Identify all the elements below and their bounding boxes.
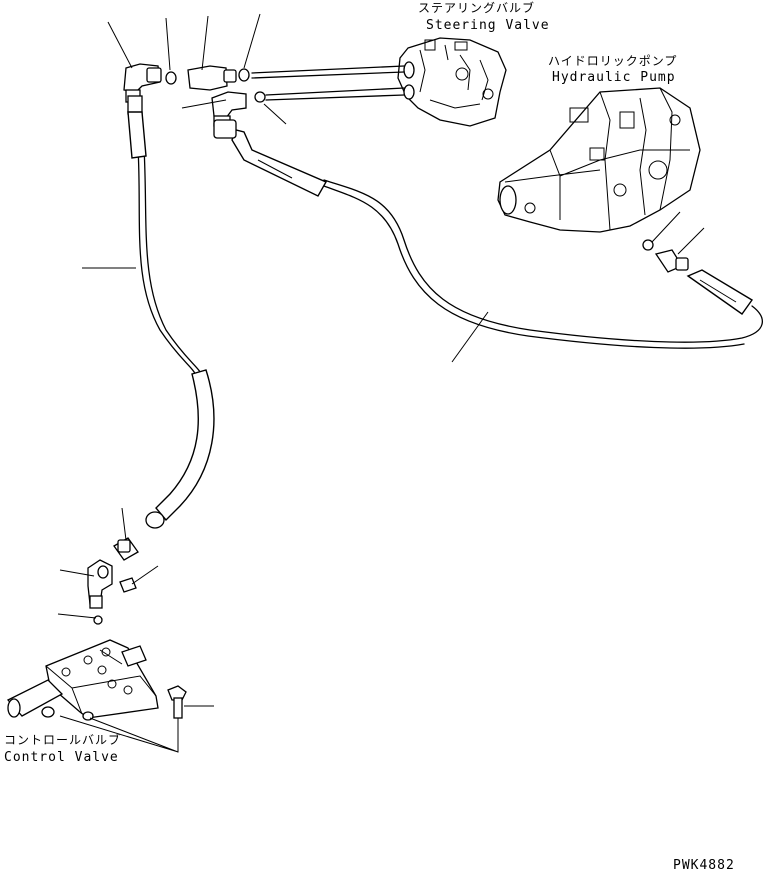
control-valve-label-jp: コントロールバルブ: [4, 732, 121, 747]
leader-lines-control-valve: [59, 715, 179, 753]
drawing-number: PWK4882: [673, 858, 735, 873]
steering-pipes: [251, 65, 405, 101]
o-ring-1: [165, 71, 177, 85]
steering-valve: [397, 37, 507, 127]
connector-fitting-lower: [113, 537, 139, 561]
small-bolt-lower: [119, 577, 137, 593]
hydraulic-pump: [497, 87, 701, 233]
hydraulic-pump-label-en: Hydraulic Pump: [552, 70, 676, 85]
o-ring-2: [238, 68, 250, 82]
leader-lines-lower: [57, 267, 489, 619]
hydraulic-pump-label-jp: ハイドロリックポンプ: [548, 54, 677, 68]
control-valve: [6, 639, 159, 721]
connector-fitting-top: [187, 65, 237, 91]
hose-pump-to-steering: [213, 119, 763, 349]
o-ring-lower: [93, 615, 103, 625]
steering-valve-label-jp: ステアリングバルブ: [418, 0, 535, 15]
control-valve-bolt: [167, 685, 187, 719]
control-valve-label-en: Control Valve: [4, 750, 119, 765]
pump-connector-fitting: [654, 249, 689, 273]
leader-lines-top: [107, 13, 287, 125]
elbow-fitting-lower: [87, 559, 113, 609]
steering-valve-label-en: Steering Valve: [426, 18, 550, 33]
hose-steering-to-control: [127, 95, 215, 529]
o-ring-pump: [642, 239, 654, 251]
o-ring-3: [254, 91, 266, 103]
leader-lines-pump: [651, 211, 705, 255]
